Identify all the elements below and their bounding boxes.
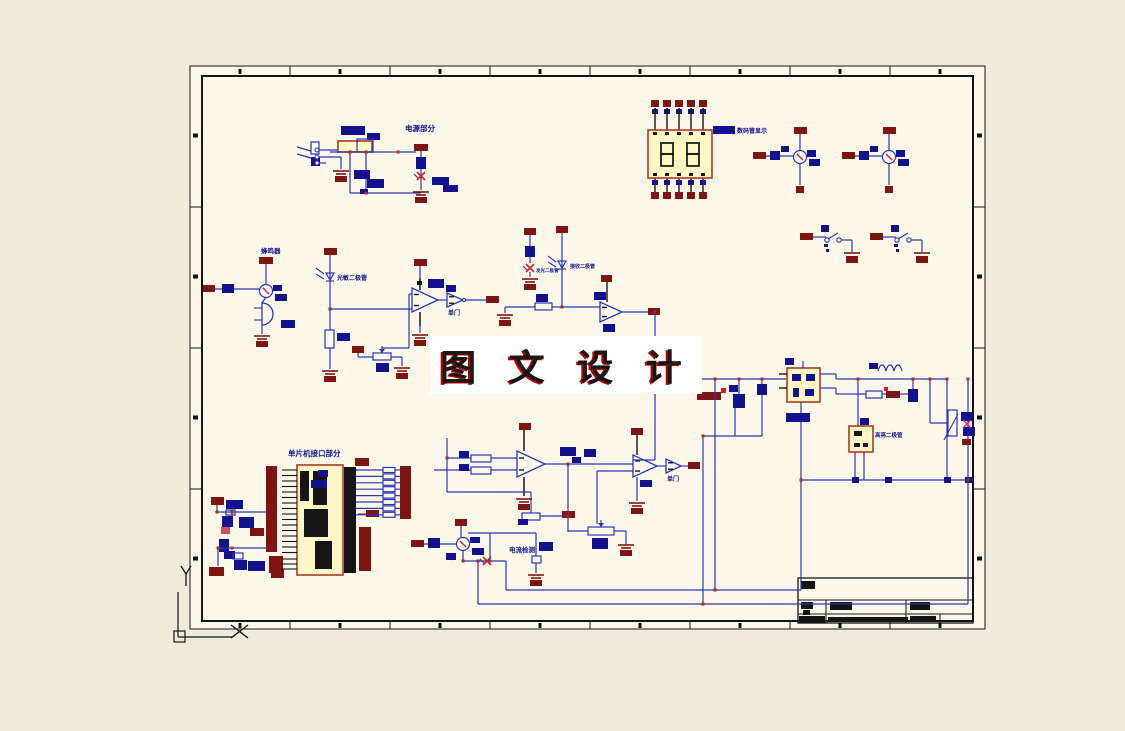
title-block (797, 577, 974, 624)
schematic-label: 单门 (667, 475, 679, 483)
schematic-label: 发光二极管 (535, 267, 559, 274)
display-section: 数码管显示 (647, 100, 767, 199)
mcu-block: 单片机接口部分 (209, 448, 411, 578)
schematic-label: 单门 (448, 309, 460, 317)
amplifier-1: 单门 (352, 259, 499, 379)
bus-wires (476, 312, 970, 606)
schematic-label: 单片机接口部分 (288, 448, 341, 458)
schematic-label: 高亮二极管 (875, 431, 903, 439)
led-sensor-branch: 发光二极管 接收二极管 (497, 226, 660, 332)
switch-2 (870, 225, 930, 263)
watermark: 图 文 设 计 (430, 336, 702, 394)
schematic-label: 接收二极管 (569, 263, 595, 270)
driver-2 (842, 127, 909, 193)
switch-1 (800, 225, 860, 263)
schematic-label: 电源部分 (405, 123, 435, 133)
comparator-stage: 单门 (434, 423, 700, 556)
driver-1 (753, 127, 820, 193)
schematic-label: 电流检测 (509, 545, 536, 554)
origin-marker (173, 565, 249, 643)
schematic-label: 蜂鸣器 (261, 246, 281, 255)
power-section: 电源部分 (296, 123, 458, 203)
current-sense: 电流检测 (411, 519, 553, 586)
schematic-label: 光敏二极管 (336, 274, 367, 282)
schematic-label: 数码管显示 (737, 127, 767, 135)
buzzer-circuit: 蜂鸣器 (203, 246, 295, 347)
photodiode-branch: 光敏二极管 (315, 248, 412, 382)
